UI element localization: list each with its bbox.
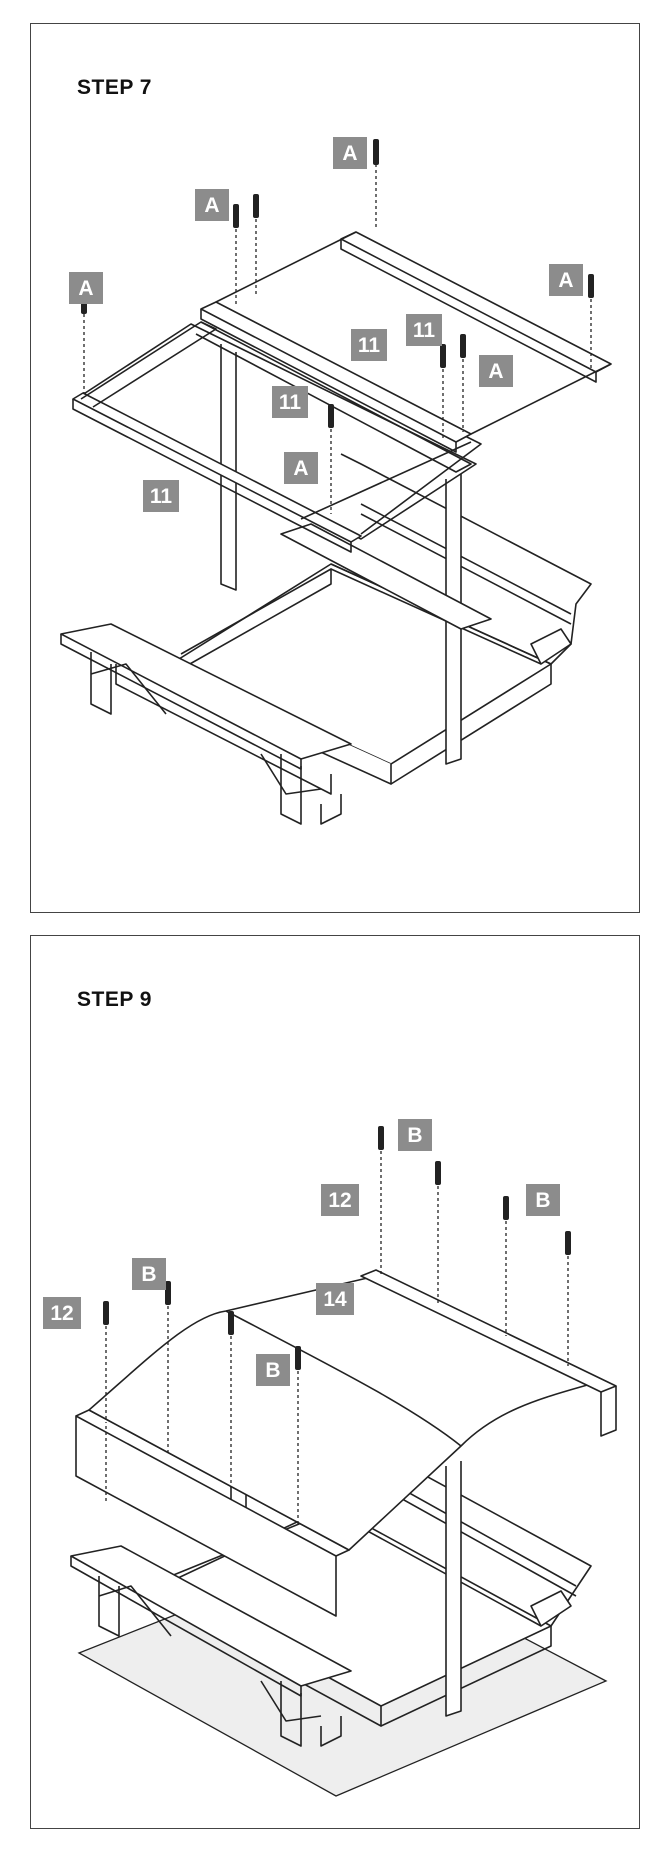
svg-text:11: 11 xyxy=(279,391,302,414)
screw-label-b: B xyxy=(132,1258,166,1290)
step-9-diagram: B B B B 12 12 14 xyxy=(43,1119,617,1797)
screw-label-a: A xyxy=(479,355,513,387)
svg-text:A: A xyxy=(488,360,503,383)
svg-text:11: 11 xyxy=(413,319,436,342)
screw-label-a: A xyxy=(549,264,583,296)
svg-text:A: A xyxy=(293,457,308,480)
svg-text:B: B xyxy=(407,1124,422,1147)
svg-text:A: A xyxy=(78,277,93,300)
svg-text:11: 11 xyxy=(150,485,173,508)
screw-label-a: A xyxy=(284,452,318,484)
step-7-title: STEP 7 xyxy=(77,76,152,99)
part-label-12: 12 xyxy=(43,1297,81,1329)
step-7-panel: STEP 7 xyxy=(30,23,640,913)
part-label-11: 11 xyxy=(351,329,387,361)
screw-label-b: B xyxy=(526,1184,560,1216)
screw-label-a: A xyxy=(195,189,229,221)
step-9-panel: STEP 9 xyxy=(30,935,640,1829)
svg-text:B: B xyxy=(141,1263,156,1286)
svg-text:12: 12 xyxy=(328,1189,351,1212)
svg-text:B: B xyxy=(535,1189,550,1212)
step-7-diagram: A A A A A A 11 11 xyxy=(60,137,612,825)
step-9-title: STEP 9 xyxy=(77,988,152,1011)
part-label-11: 11 xyxy=(143,480,179,512)
svg-text:A: A xyxy=(558,269,573,292)
svg-text:14: 14 xyxy=(323,1288,347,1311)
screw-icon xyxy=(103,1126,571,1370)
screw-label-a: A xyxy=(333,137,367,169)
part-label-11: 11 xyxy=(406,314,442,346)
svg-text:11: 11 xyxy=(358,334,381,357)
screw-label-a: A xyxy=(69,272,103,304)
part-label-12: 12 xyxy=(321,1184,359,1216)
screw-label-b: B xyxy=(256,1354,290,1386)
svg-text:12: 12 xyxy=(50,1302,73,1325)
part-label-11: 11 xyxy=(272,386,308,418)
svg-text:A: A xyxy=(204,194,219,217)
screw-label-b: B xyxy=(398,1119,432,1151)
svg-text:A: A xyxy=(342,142,357,165)
screw-icon xyxy=(81,139,594,428)
part-label-14: 14 xyxy=(316,1283,354,1315)
svg-text:B: B xyxy=(265,1359,280,1382)
